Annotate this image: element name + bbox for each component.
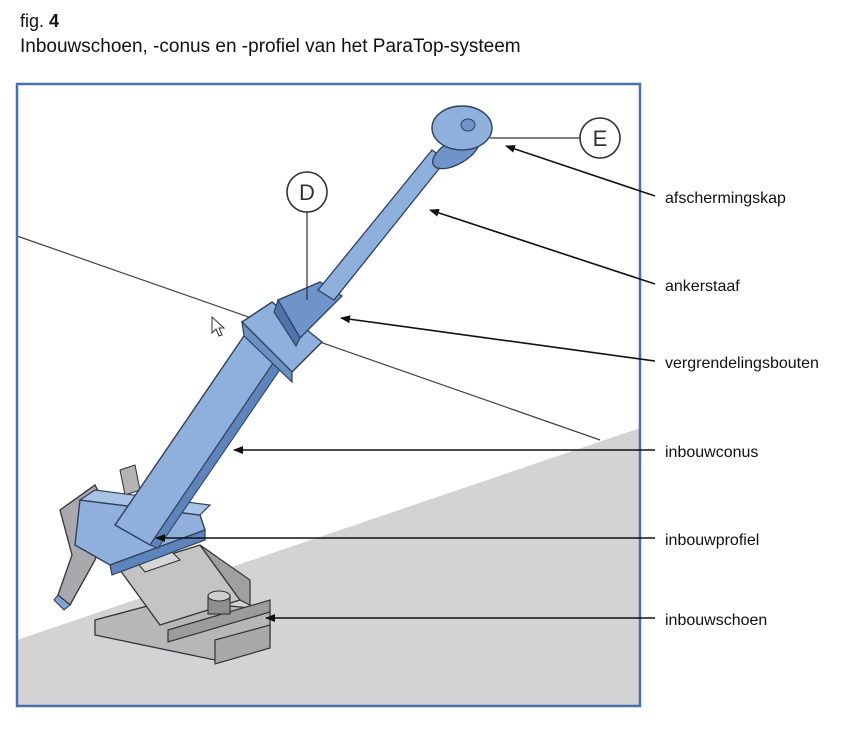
figure-title: Inbouwschoen, -conus en -profiel van het… <box>20 36 521 57</box>
vergrendelingsbouten-part <box>240 281 344 384</box>
label-inbouwschoen: inbouwschoen <box>665 612 767 629</box>
illustration-frame <box>15 82 642 708</box>
label-ankerstaaf: ankerstaaf <box>665 278 740 295</box>
callout-e: E <box>490 117 621 159</box>
figure-header: fig. 4 Inbouwschoen, -conus en -profiel … <box>20 8 521 60</box>
callout-d: D <box>286 171 328 300</box>
label-vergrendelingsbouten: vergrendelingsbouten <box>665 355 819 372</box>
inbouwconus-part <box>113 329 291 549</box>
callout-e-text: E <box>593 126 608 151</box>
label-inbouwconus: inbouwconus <box>665 444 758 461</box>
figure-prefix: fig. <box>20 11 45 31</box>
figure-number: 4 <box>49 11 60 31</box>
mouse-cursor-icon <box>211 315 226 337</box>
inbouwschoen-part <box>94 544 271 665</box>
label-afschermingskap: afschermingskap <box>665 190 786 207</box>
figure-number-line: fig. 4 <box>20 8 521 34</box>
leader-afschermingskap <box>505 145 656 197</box>
callout-d-text: D <box>299 180 315 205</box>
label-inbouwprofiel: inbouwprofiel <box>665 532 759 549</box>
leader-ankerstaaf <box>429 209 656 285</box>
leader-vergrendelingsbouten <box>340 315 656 362</box>
afschermingskap-part <box>431 105 493 170</box>
